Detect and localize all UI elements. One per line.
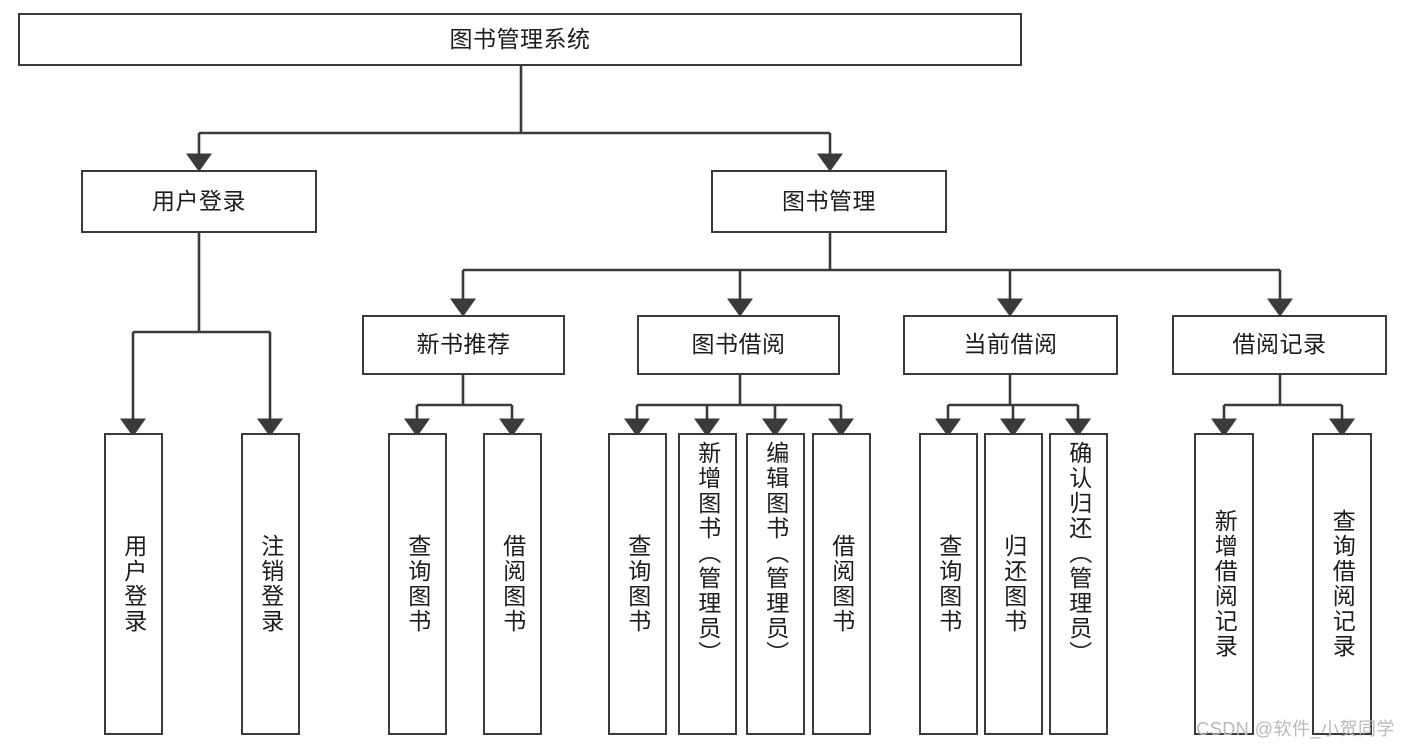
node-leaf-add-borrow-record[interactable]: 新增借阅记录 [1194, 433, 1254, 735]
node-leaf-confirm-return-admin[interactable]: 确认归还（管理员） [1049, 433, 1108, 735]
node-label: 当前借阅 [963, 331, 1058, 358]
node-label: 编辑图书（管理员） [762, 441, 789, 666]
node-leaf-query-book-recommend[interactable]: 查询图书 [388, 433, 447, 735]
node-leaf-query-book-current[interactable]: 查询图书 [919, 433, 978, 735]
node-label: 新书推荐 [416, 331, 511, 358]
node-label: 归还图书 [1000, 534, 1027, 634]
node-label: 注销登录 [257, 534, 284, 634]
node-label: 新增图书（管理员） [694, 441, 721, 666]
node-label: 图书借阅 [691, 331, 786, 358]
node-leaf-query-book-borrow[interactable]: 查询图书 [608, 433, 667, 735]
node-book-borrow[interactable]: 图书借阅 [637, 315, 840, 375]
node-leaf-logout[interactable]: 注销登录 [241, 433, 300, 735]
node-label: 借阅图书 [499, 534, 526, 634]
node-root-system[interactable]: 图书管理系统 [18, 13, 1022, 66]
node-label: 查询借阅记录 [1329, 509, 1356, 659]
node-leaf-borrow-book-recommend[interactable]: 借阅图书 [483, 433, 542, 735]
node-label: 确认归还（管理员） [1065, 441, 1092, 666]
node-user-login[interactable]: 用户登录 [81, 170, 317, 233]
node-label: 借阅记录 [1232, 331, 1327, 358]
node-borrow-record[interactable]: 借阅记录 [1172, 315, 1387, 375]
node-label: 图书管理 [782, 187, 876, 214]
node-leaf-return-book[interactable]: 归还图书 [984, 433, 1043, 735]
node-leaf-add-book-admin[interactable]: 新增图书（管理员） [678, 433, 737, 735]
node-label: 新增借阅记录 [1211, 509, 1238, 659]
node-leaf-user-login[interactable]: 用户登录 [104, 433, 163, 735]
node-label: 用户登录 [120, 534, 147, 634]
node-label: 借阅图书 [828, 534, 855, 634]
node-leaf-borrow-book[interactable]: 借阅图书 [812, 433, 871, 735]
node-label: 查询图书 [624, 534, 651, 634]
node-book-management[interactable]: 图书管理 [711, 170, 947, 233]
node-label: 用户登录 [152, 187, 246, 214]
node-leaf-edit-book-admin[interactable]: 编辑图书（管理员） [746, 433, 805, 735]
node-new-book-recommend[interactable]: 新书推荐 [362, 315, 565, 375]
node-label: 查询图书 [935, 534, 962, 634]
node-label: 查询图书 [404, 534, 431, 634]
node-label: 图书管理系统 [449, 25, 591, 52]
node-leaf-query-borrow-record[interactable]: 查询借阅记录 [1312, 433, 1372, 735]
node-current-borrow[interactable]: 当前借阅 [903, 315, 1118, 375]
